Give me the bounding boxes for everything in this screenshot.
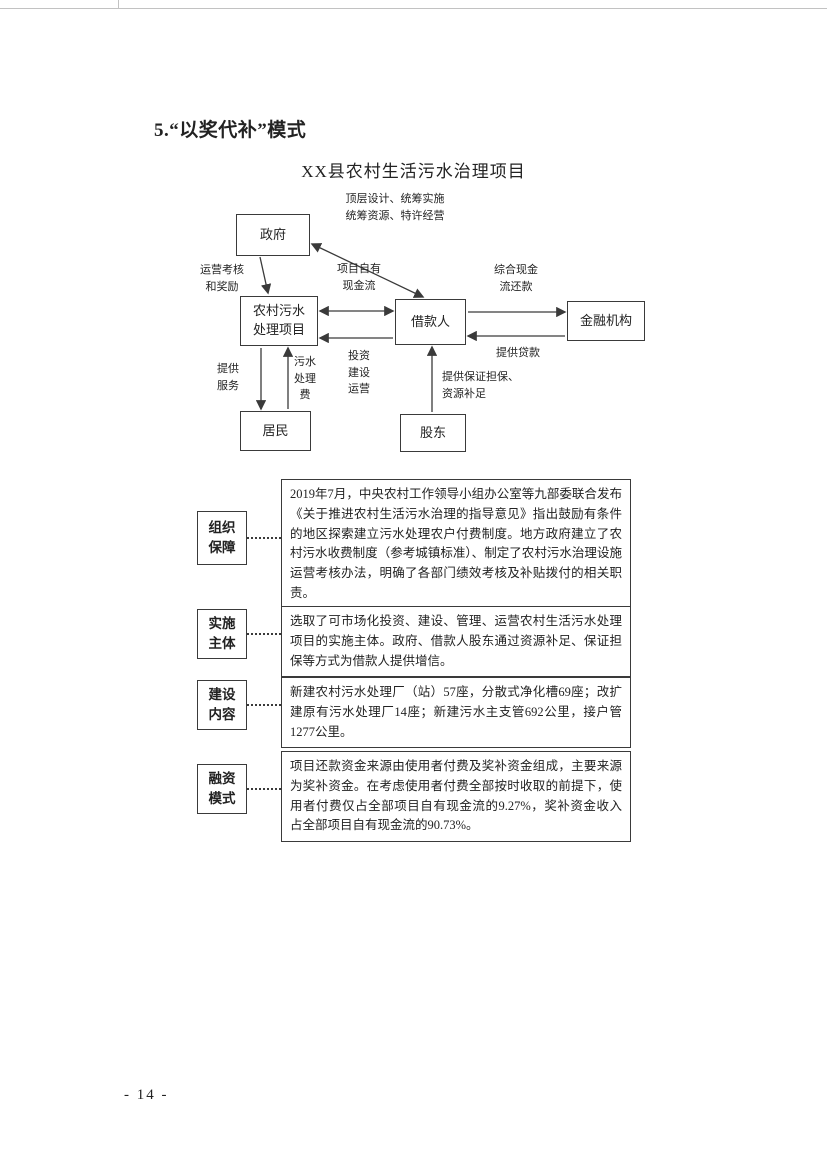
label-sewage-treatment-fee: 污水 处理 费 (294, 356, 316, 401)
page-edge-rule (0, 8, 827, 9)
section-label-financing-model: 融资 模式 (197, 764, 247, 814)
dotted-connector (247, 633, 281, 635)
label-comprehensive-repayment: 综合现金 流还款 (494, 264, 538, 293)
label-guarantee-supplement: 提供保证担保、 资源补足 (442, 371, 519, 400)
node-financial-institution: 金融机构 (567, 301, 645, 341)
section-content-implementation-subject: 选取了可市场化投资、建设、管理、运营农村生活污水处理项目的实施主体。政府、借款人… (281, 606, 631, 678)
dotted-connector (247, 704, 281, 706)
section-content-construction-content: 新建农村污水处理厂（站）57座，分散式净化槽69座；改扩建原有污水处理厂14座；… (281, 677, 631, 749)
label-top-level-design: 顶层设计、统筹实施 统筹资源、特许经营 (345, 193, 445, 222)
section-heading: 5.“以奖代补”模式 (154, 120, 307, 141)
label-provide-service: 提供 服务 (217, 363, 239, 392)
node-sewage-project: 农村污水 处理项目 (240, 296, 318, 346)
page-number: - 14 - (124, 1087, 169, 1103)
arrow-government-project (259, 256, 272, 295)
node-borrower: 借款人 (395, 299, 466, 345)
section-label-implementation-subject: 实施 主体 (197, 609, 247, 659)
label-operation-assessment: 运营考核 和奖励 (200, 264, 244, 293)
section-content-organizational-guarantee: 2019年7月，中央农村工作领导小组办公室等九部委联合发布《关于推进农村生活污水… (281, 479, 631, 610)
node-shareholders: 股东 (400, 414, 466, 452)
label-project-cash-flow: 项目自有 现金流 (337, 263, 381, 292)
node-residents: 居民 (240, 411, 311, 451)
section-content-financing-model: 项目还款资金来源由使用者付费及奖补资金组成，主要来源为奖补资金。在考虑使用者付费… (281, 751, 631, 842)
node-government: 政府 (236, 214, 310, 256)
page-edge-tick (118, 0, 119, 9)
section-label-construction-content: 建设 内容 (197, 680, 247, 730)
label-provide-loan: 提供贷款 (496, 347, 540, 359)
dotted-connector (247, 788, 281, 790)
dotted-connector (247, 537, 281, 539)
diagram-title: XX县农村生活污水治理项目 (301, 162, 526, 181)
label-invest-build-operate: 投资 建设 运营 (348, 350, 370, 395)
section-label-organizational-guarantee: 组织 保障 (197, 511, 247, 565)
